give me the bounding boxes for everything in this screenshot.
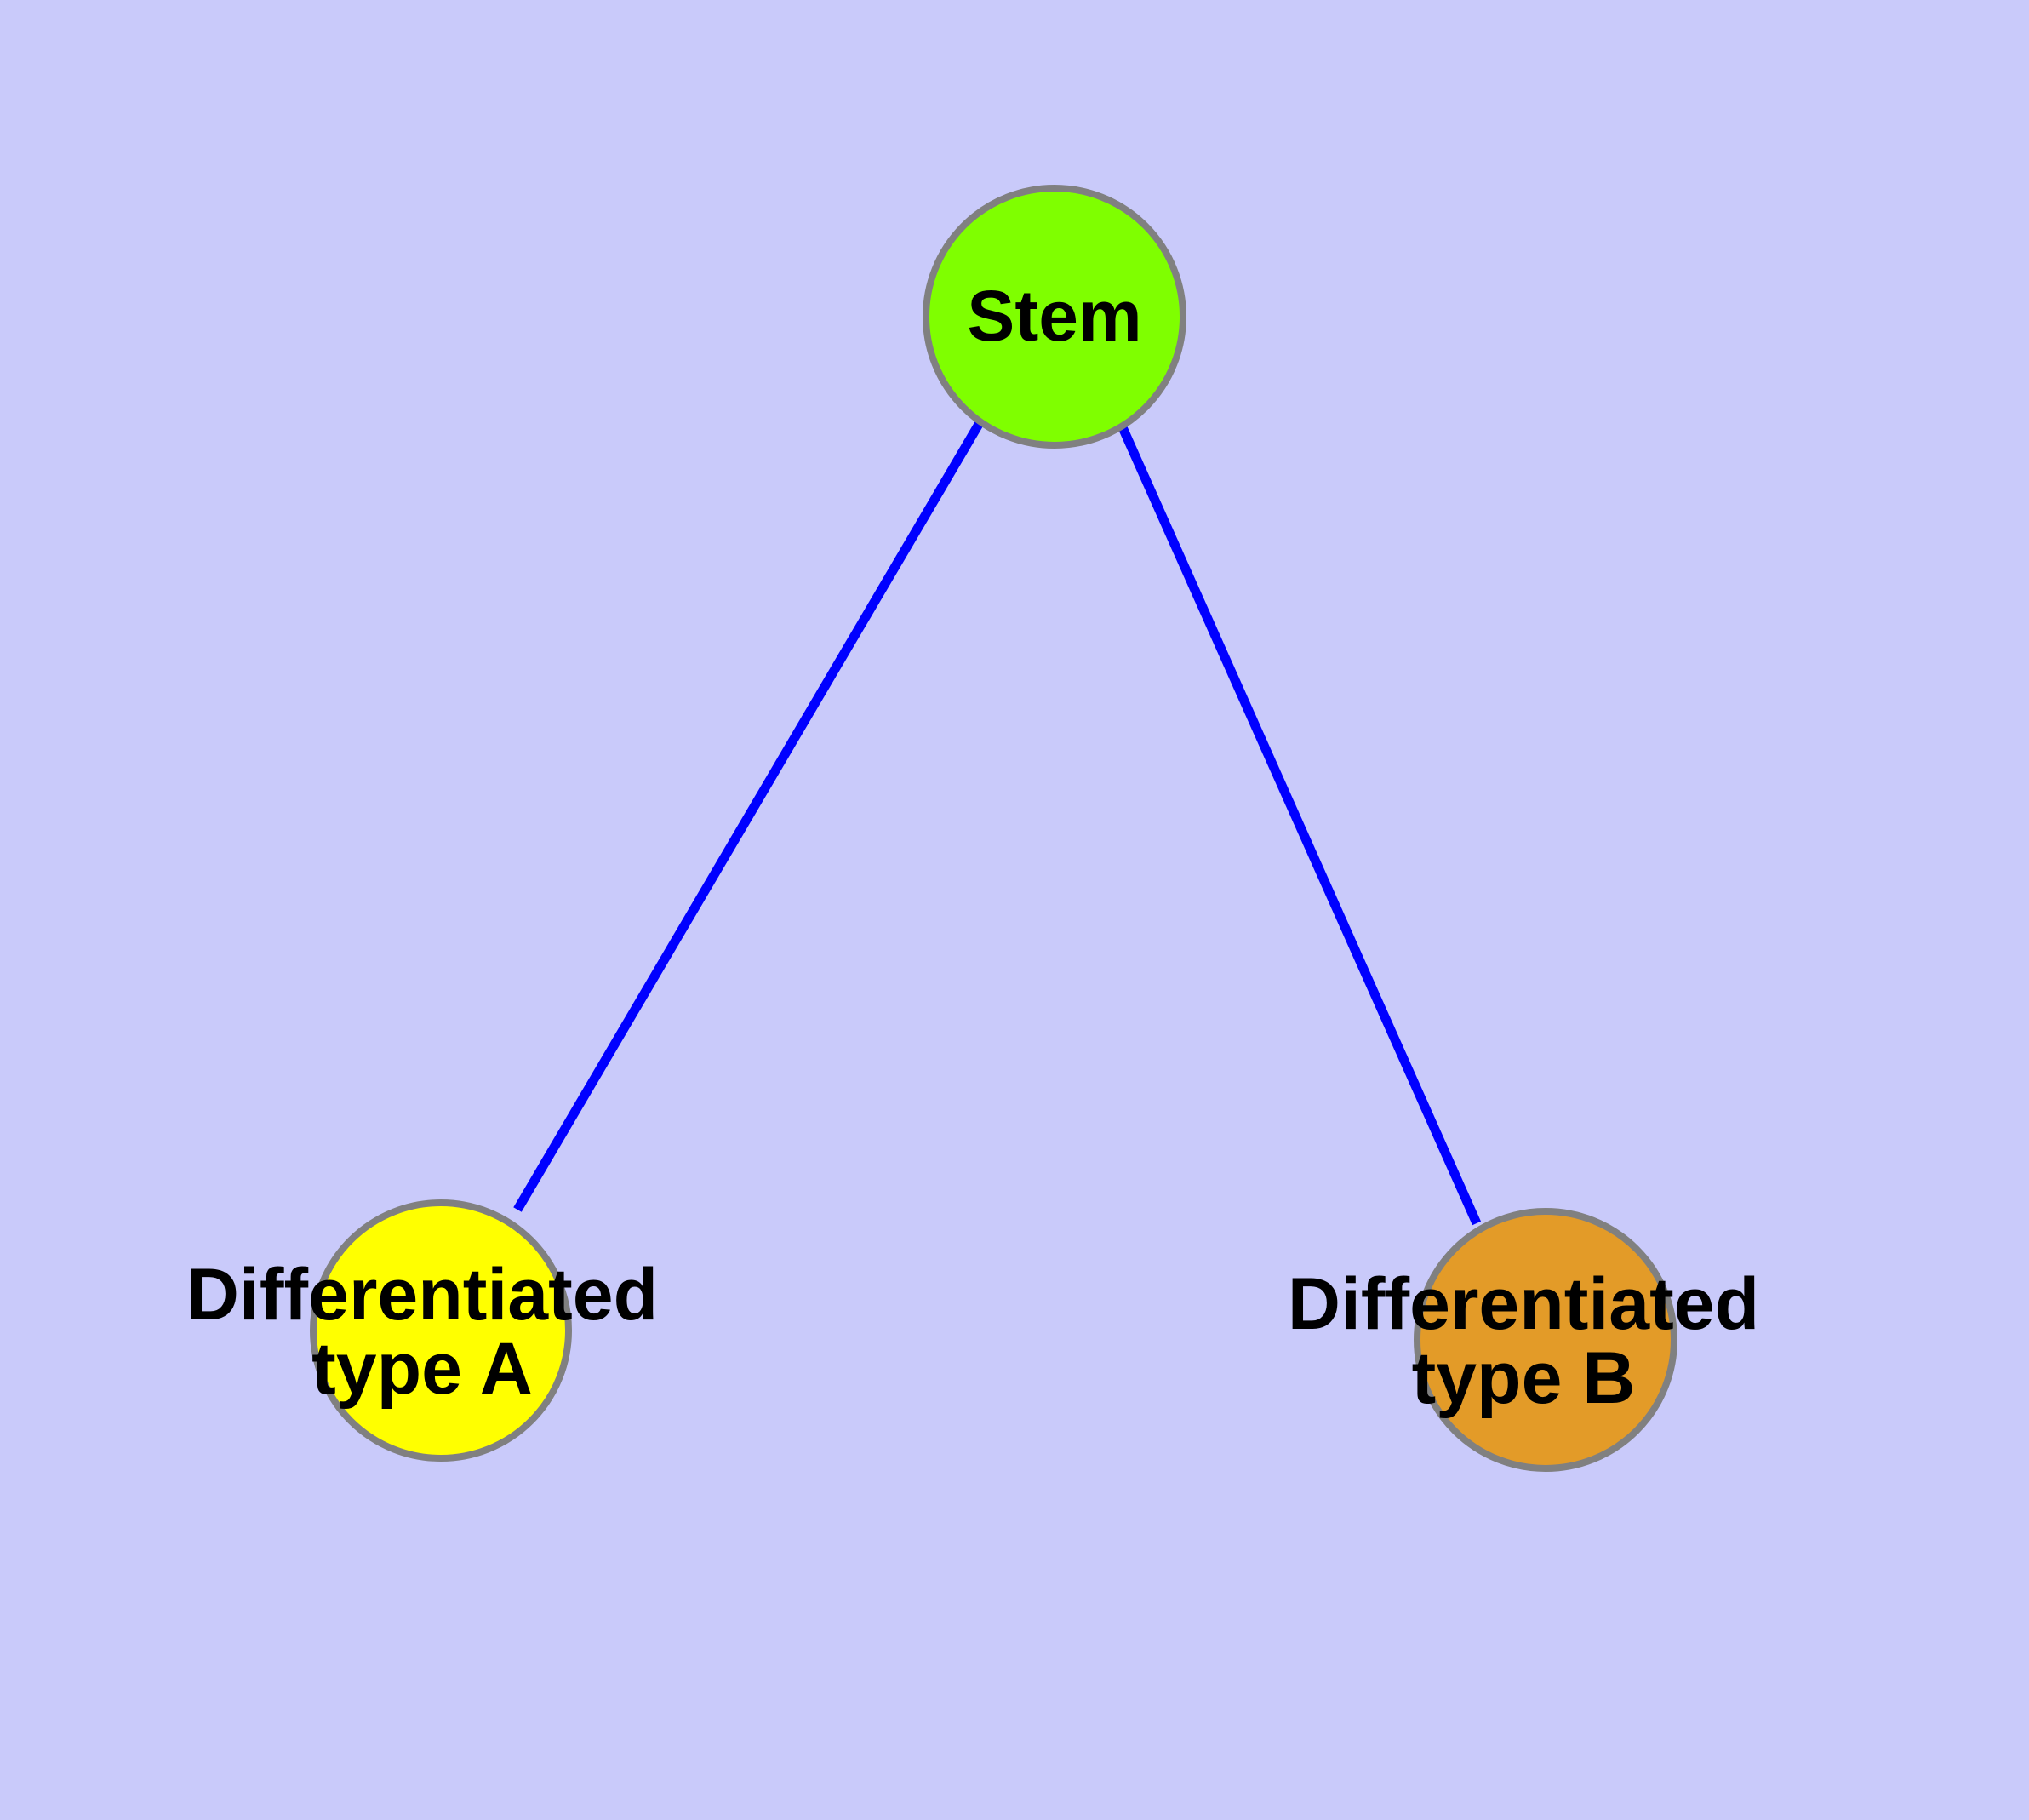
edge-stem-to-diff-b[interactable] <box>1117 423 1482 1226</box>
node-differentiated-type-b[interactable] <box>1414 1208 1677 1472</box>
node-differentiated-type-a[interactable] <box>310 1199 572 1462</box>
node-layer <box>310 185 1677 1472</box>
node-stem[interactable] <box>923 185 1186 449</box>
edge-stem-to-diff-a[interactable] <box>513 419 985 1212</box>
edge-layer <box>513 419 1482 1226</box>
